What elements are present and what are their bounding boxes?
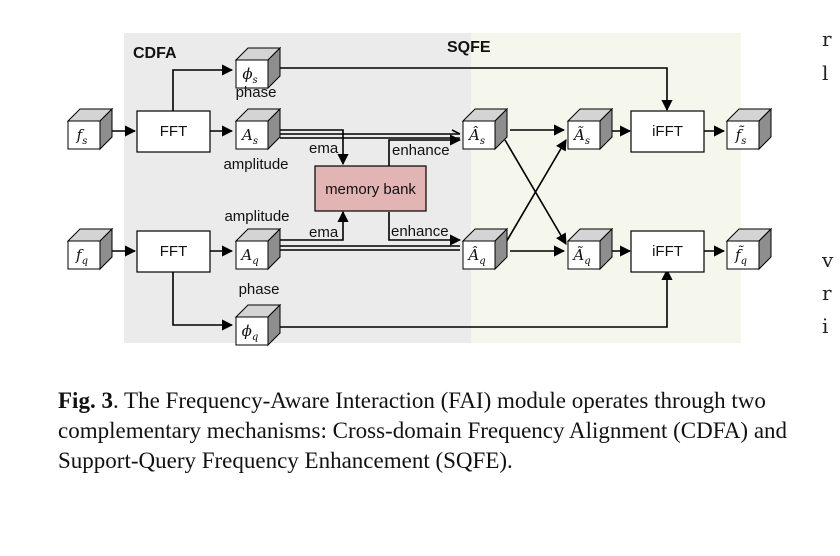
cube-node-atil-q: Ãq xyxy=(566,227,614,271)
svg-text:ϕq: ϕq xyxy=(242,322,259,343)
svg-text:FFT: FFT xyxy=(160,123,188,140)
fft-block-bottom: FFT xyxy=(136,230,211,273)
fft-block-top: FFT xyxy=(136,110,211,153)
enhance-label-bottom: enhance xyxy=(391,223,449,240)
svg-text:Aq: Aq xyxy=(239,246,258,267)
enhance-label-top: enhance xyxy=(392,142,450,159)
connections xyxy=(112,64,726,331)
ema-label-bottom: ema xyxy=(309,224,339,241)
memory-bank-block: memory bank xyxy=(314,165,427,212)
cube-node-ftil-s: f̃s xyxy=(725,107,773,151)
figure-caption: Fig. 3. The Frequency-Aware Interaction … xyxy=(58,386,798,476)
cdfa-section-title: CDFA xyxy=(133,45,177,62)
ifft-block-bottom: iFFT xyxy=(630,230,705,273)
cube-node-as: As xyxy=(234,107,282,151)
phase-label-top: phase xyxy=(236,84,277,101)
svg-text:Âq: Âq xyxy=(466,246,485,267)
svg-text:FFT: FFT xyxy=(160,243,188,260)
svg-text:fq: fq xyxy=(75,246,88,267)
svg-text:iFFT: iFFT xyxy=(652,123,683,140)
svg-text:fs: fs xyxy=(76,126,88,147)
cropped-text-fragment: l xyxy=(822,61,828,85)
cropped-text-fragment: v xyxy=(821,248,834,272)
svg-text:f̃q: f̃q xyxy=(734,246,747,267)
cropped-text-fragment: i xyxy=(822,314,828,338)
amplitude-label-bottom: amplitude xyxy=(224,208,289,225)
svg-text:ϕs: ϕs xyxy=(242,65,257,86)
cube-node-atil-s: Ãs xyxy=(566,107,614,151)
cube-node-fq: fq xyxy=(66,227,114,271)
cube-node-ahat-s: Âs xyxy=(461,107,509,151)
svg-text:Âs: Âs xyxy=(467,126,485,147)
cube-node-aq: Aq xyxy=(234,227,282,271)
ifft-block-top: iFFT xyxy=(630,110,705,153)
svg-text:As: As xyxy=(240,126,258,147)
cube-node-ahat-q: Âq xyxy=(461,227,509,271)
cube-node-phi-q: ϕq xyxy=(234,303,282,347)
phase-label-bottom: phase xyxy=(239,281,280,298)
svg-text:f̃s: f̃s xyxy=(735,126,747,147)
sqfe-region xyxy=(471,33,741,343)
amplitude-label-top: amplitude xyxy=(223,156,288,173)
cube-node-ftil-q: f̃q xyxy=(725,227,773,271)
caption-text: . The Frequency-Aware Interaction (FAI) … xyxy=(58,388,788,473)
svg-text:memory bank: memory bank xyxy=(325,181,416,198)
fai-module-diagram: CDFA SQFE xyxy=(66,27,834,347)
cube-node-phi-s: ϕs xyxy=(234,46,282,90)
ema-label-top: ema xyxy=(309,140,339,157)
svg-text:Ãs: Ãs xyxy=(572,126,590,147)
caption-label: Fig. 3 xyxy=(58,388,113,413)
cropped-text-fragment: r xyxy=(822,27,832,51)
cube-node-fs: fs xyxy=(66,107,114,151)
svg-text:iFFT: iFFT xyxy=(652,243,683,260)
sqfe-section-title: SQFE xyxy=(447,39,491,56)
cropped-text-fragment: r xyxy=(822,281,832,305)
svg-text:Ãq: Ãq xyxy=(571,246,590,267)
